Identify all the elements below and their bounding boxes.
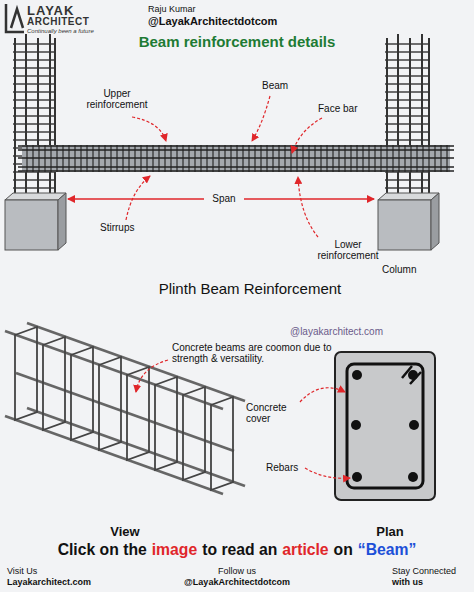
part-label: Lower reinforcement	[308, 239, 388, 261]
column-pedestal	[5, 193, 439, 250]
cta-text: image	[152, 541, 197, 559]
cta-text: Click on the	[58, 541, 147, 559]
cta-text: “Beam”	[358, 541, 417, 559]
view-label: View	[95, 524, 155, 539]
footer-text: with us	[392, 577, 423, 587]
footer-text: Follow us	[167, 566, 307, 576]
footer-text: Visit Us	[7, 566, 37, 576]
cta-text: article	[282, 541, 328, 559]
part-label: Stirrups	[100, 222, 134, 233]
part-label: Concrete cover	[246, 402, 312, 424]
footer-text: @LayakArchitectdotcom	[152, 577, 322, 587]
leader-line	[300, 388, 350, 479]
part-label: Face bar	[318, 103, 357, 114]
dimension-label: Span	[204, 193, 244, 204]
section-heading: Plinth Beam Reinforcement	[80, 280, 420, 297]
beam-cage	[18, 145, 454, 172]
logo-mark	[6, 4, 24, 32]
part-label: Column	[382, 264, 416, 275]
footer-text: Stay Connected	[392, 566, 456, 576]
leader-line	[136, 360, 168, 392]
cta-text: to read an	[202, 541, 277, 559]
title: Beam reinforcement details	[0, 33, 474, 50]
author-name: Raju Kumar	[148, 4, 196, 14]
view-label: Plan	[360, 524, 420, 539]
note: Concrete beams are coomon due to strengt…	[172, 342, 338, 364]
logo-text: ARCHITECT	[27, 16, 89, 27]
footer-text: Layakarchitect.com	[7, 577, 91, 587]
leader-line	[126, 96, 322, 237]
part-label: Upper reinforcement	[76, 88, 158, 110]
part-label: Rebars	[266, 462, 298, 473]
handle: @LayakArchitectdotcom	[148, 15, 277, 27]
cta-text: on	[334, 541, 353, 559]
part-label: Beam	[262, 80, 288, 91]
logo-tagline: Continually been a future	[27, 28, 94, 34]
call-to-action: Click on the image to read an article on “Bea…	[0, 541, 474, 559]
watermark: @layakarchitect.com	[290, 326, 383, 337]
logo-text: LAYAK	[27, 3, 74, 18]
beam-section	[335, 352, 435, 500]
